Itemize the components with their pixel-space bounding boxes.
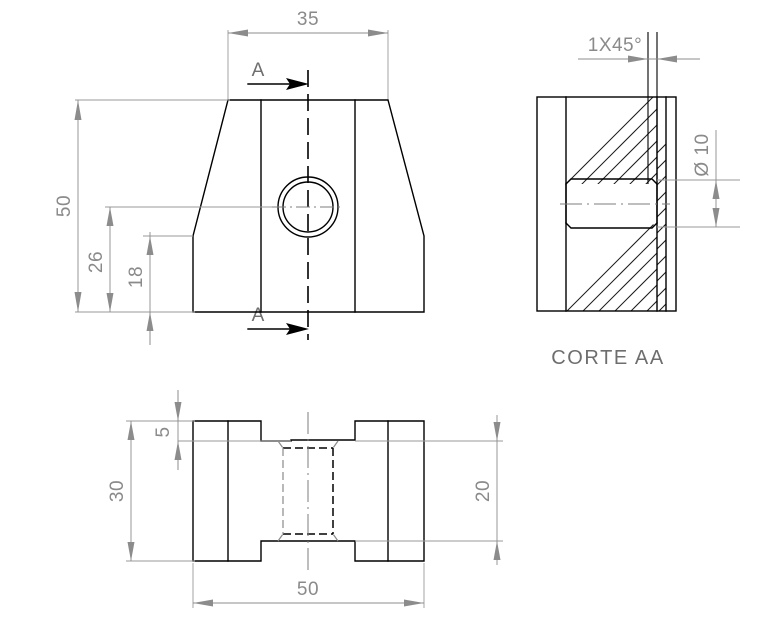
dimension-50-overall-length: 50 [192, 563, 425, 608]
arrow-head-top [493, 422, 501, 441]
dimension-chamfer-1x45: 1X45° [578, 35, 700, 63]
arrow-head-top [174, 402, 182, 421]
dim-chamfer-label: 1X45° [588, 35, 642, 56]
arrow-head-left [228, 29, 248, 37]
hidden-chamfer-tl [277, 440, 284, 449]
top-plan-view: 30 5 20 50 [107, 390, 503, 608]
arrow-head-top [106, 207, 114, 226]
arrow-head-bottom [712, 208, 720, 227]
front-elevation-view: 35 A A 50 [54, 9, 425, 345]
dim-26-label: 26 [86, 251, 107, 273]
dim-35-label: 35 [297, 9, 319, 30]
arrow-head-top [712, 180, 720, 199]
section-view-title: CORTE AA [551, 347, 665, 369]
arrow-head-left [628, 55, 648, 63]
arrow-head-bottom [74, 292, 82, 312]
arrow-head-top [74, 100, 82, 120]
arrow-head-bottom [493, 541, 501, 560]
arrow-head-bottom [106, 293, 114, 312]
dim-18-label: 18 [126, 266, 147, 288]
dim-5-label: 5 [153, 426, 174, 437]
arrow-head-right [404, 599, 424, 607]
arrow-head-bottom [174, 441, 182, 460]
section-letter-top: A [252, 60, 265, 81]
hidden-chamfer-br [332, 533, 339, 542]
arrow-head-top [127, 421, 135, 440]
hidden-chamfer-bl [277, 533, 284, 542]
section-arrow-head-bottom [286, 323, 309, 335]
arrow-head-bottom [146, 312, 154, 331]
section-mark-a-bottom: A [247, 305, 309, 335]
arrow-head-right [368, 29, 388, 37]
hidden-chamfer-tr [332, 440, 339, 449]
dimension-5-step-depth: 5 [153, 390, 291, 470]
arrow-head-left [193, 599, 213, 607]
arrow-head-top [146, 236, 154, 255]
section-outer-rectangle [536, 96, 677, 312]
dimension-26-shoulder-height: 26 [86, 206, 272, 312]
dimension-bore-diameter-10: Ø 10 [657, 130, 740, 228]
dimension-35-top-width: 35 [227, 9, 389, 100]
dim-20-label: 20 [473, 480, 494, 502]
dim-50-height-label: 50 [54, 195, 75, 217]
section-letter-bottom: A [252, 305, 265, 326]
arrow-head-bottom [127, 542, 135, 561]
dim-50-length-label: 50 [297, 579, 319, 600]
dim-30-label: 30 [107, 480, 128, 502]
dimension-30-overall-depth: 30 [107, 420, 195, 562]
section-view-aa: 1X45° Ø 10 CORTE AA [536, 32, 740, 369]
section-mark-a-top: A [247, 60, 309, 90]
bore-bottom-with-chamfer [565, 222, 658, 229]
section-hatch-lower [566, 223, 657, 311]
arrow-head-right [657, 55, 677, 63]
section-hatch-right-strip [657, 97, 666, 311]
dimension-18-base-height: 18 [126, 232, 193, 345]
dim-diameter-label: Ø 10 [692, 133, 713, 176]
dimension-50-overall-height: 50 [54, 99, 230, 313]
bore-top-with-chamfer [565, 178, 658, 185]
section-arrow-head-top [286, 78, 309, 90]
dimension-20-middle-width: 20 [355, 415, 503, 565]
